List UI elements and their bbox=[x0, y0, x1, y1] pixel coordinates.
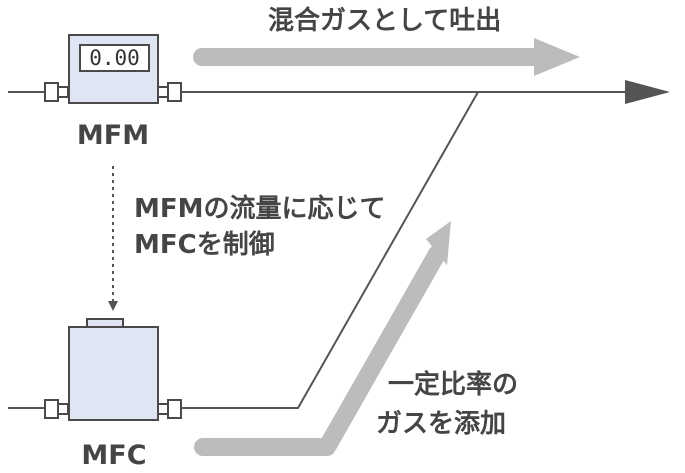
mfm-right-fitting-neck bbox=[157, 86, 169, 98]
add-caption-line2: ガスを添加 bbox=[376, 409, 506, 439]
mfm-display bbox=[79, 44, 150, 72]
mfc-left-fitting bbox=[44, 399, 59, 419]
add-caption-line1: 一定比率の bbox=[388, 369, 518, 400]
main-line-arrowhead bbox=[625, 80, 670, 104]
mfc-right-fitting bbox=[167, 399, 182, 419]
mfc-label: MFC bbox=[81, 440, 146, 471]
output-caption: 混合ガスとして吐出 bbox=[268, 5, 501, 36]
mfc-body bbox=[68, 326, 159, 421]
mfm-left-fitting bbox=[44, 82, 59, 102]
mfm-display-value: 0.00 bbox=[89, 46, 140, 70]
mfm-device: 0.00 bbox=[44, 34, 182, 104]
add-flow-arrow bbox=[194, 221, 451, 456]
mfc-device bbox=[44, 318, 182, 421]
mfm-left-fitting-neck bbox=[57, 86, 69, 98]
mfc-left-fitting-neck bbox=[57, 403, 69, 415]
output-flow-arrow bbox=[193, 38, 580, 76]
mfm-label: MFM bbox=[77, 120, 149, 151]
mfc-right-fitting-neck bbox=[157, 403, 169, 415]
mfm-right-fitting bbox=[167, 82, 182, 102]
control-caption-line1: MFMの流量に応じて bbox=[134, 193, 386, 224]
control-caption-line2: MFCを制御 bbox=[134, 229, 275, 260]
mfc-top-cap bbox=[86, 318, 124, 328]
